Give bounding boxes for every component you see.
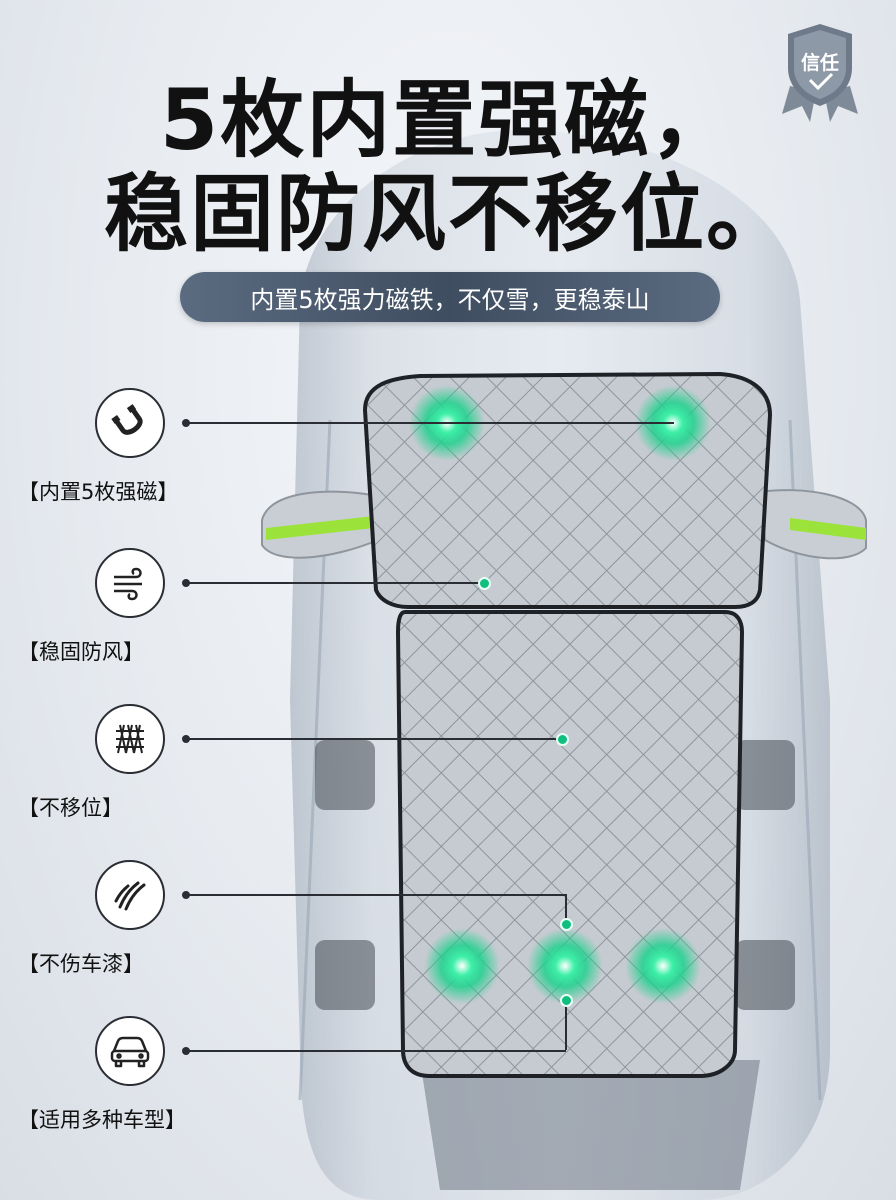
trust-badge: 信任 — [782, 22, 858, 122]
callout-line-car — [186, 1050, 566, 1052]
marker-fixed — [556, 733, 569, 746]
feature-label-fixed: 【不移位】 — [18, 796, 123, 820]
scratch-icon — [95, 860, 165, 930]
headline-line-1: 5枚内置强磁， — [159, 71, 737, 169]
mesh-icon — [95, 704, 165, 774]
right-mirror-cover — [758, 489, 867, 560]
callout-dot-fixed — [182, 735, 190, 743]
shield-icon — [782, 24, 858, 122]
trust-badge-label: 信任 — [800, 52, 839, 74]
subtitle-pill: 内置5枚强力磁铁，不仅雪，更稳泰山 — [180, 272, 720, 322]
callout-dot-paint — [182, 891, 190, 899]
callout-line-car-up — [565, 1000, 567, 1050]
callout-dot-wind — [182, 579, 190, 587]
magnet-icon — [95, 388, 165, 458]
callout-line-wind — [186, 582, 484, 584]
callout-line-paint-down — [565, 894, 567, 922]
marker-paint — [560, 918, 573, 931]
headline-line-2: 稳固防风不移位。 — [103, 165, 792, 263]
callout-line-magnet-right — [448, 422, 674, 424]
callout-dot-magnet — [182, 419, 190, 427]
callout-dot-car — [182, 1047, 190, 1055]
callout-line-paint — [186, 894, 566, 896]
wind-icon — [95, 548, 165, 618]
marker-wind — [478, 577, 491, 590]
feature-label-wind: 【稳固防风】 — [18, 640, 144, 664]
callout-line-fixed — [186, 738, 562, 740]
callout-line-magnet — [186, 422, 448, 424]
feature-label-car: 【适用多种车型】 — [18, 1108, 186, 1132]
subtitle-text: 内置5枚强力磁铁，不仅雪，更稳泰山 — [250, 285, 650, 314]
marker-car — [560, 994, 573, 1007]
feature-label-magnet: 【内置5枚强磁】 — [18, 480, 179, 504]
feature-label-paint: 【不伤车漆】 — [18, 952, 144, 976]
left-mirror-cover — [261, 490, 380, 559]
car-icon — [95, 1016, 165, 1086]
